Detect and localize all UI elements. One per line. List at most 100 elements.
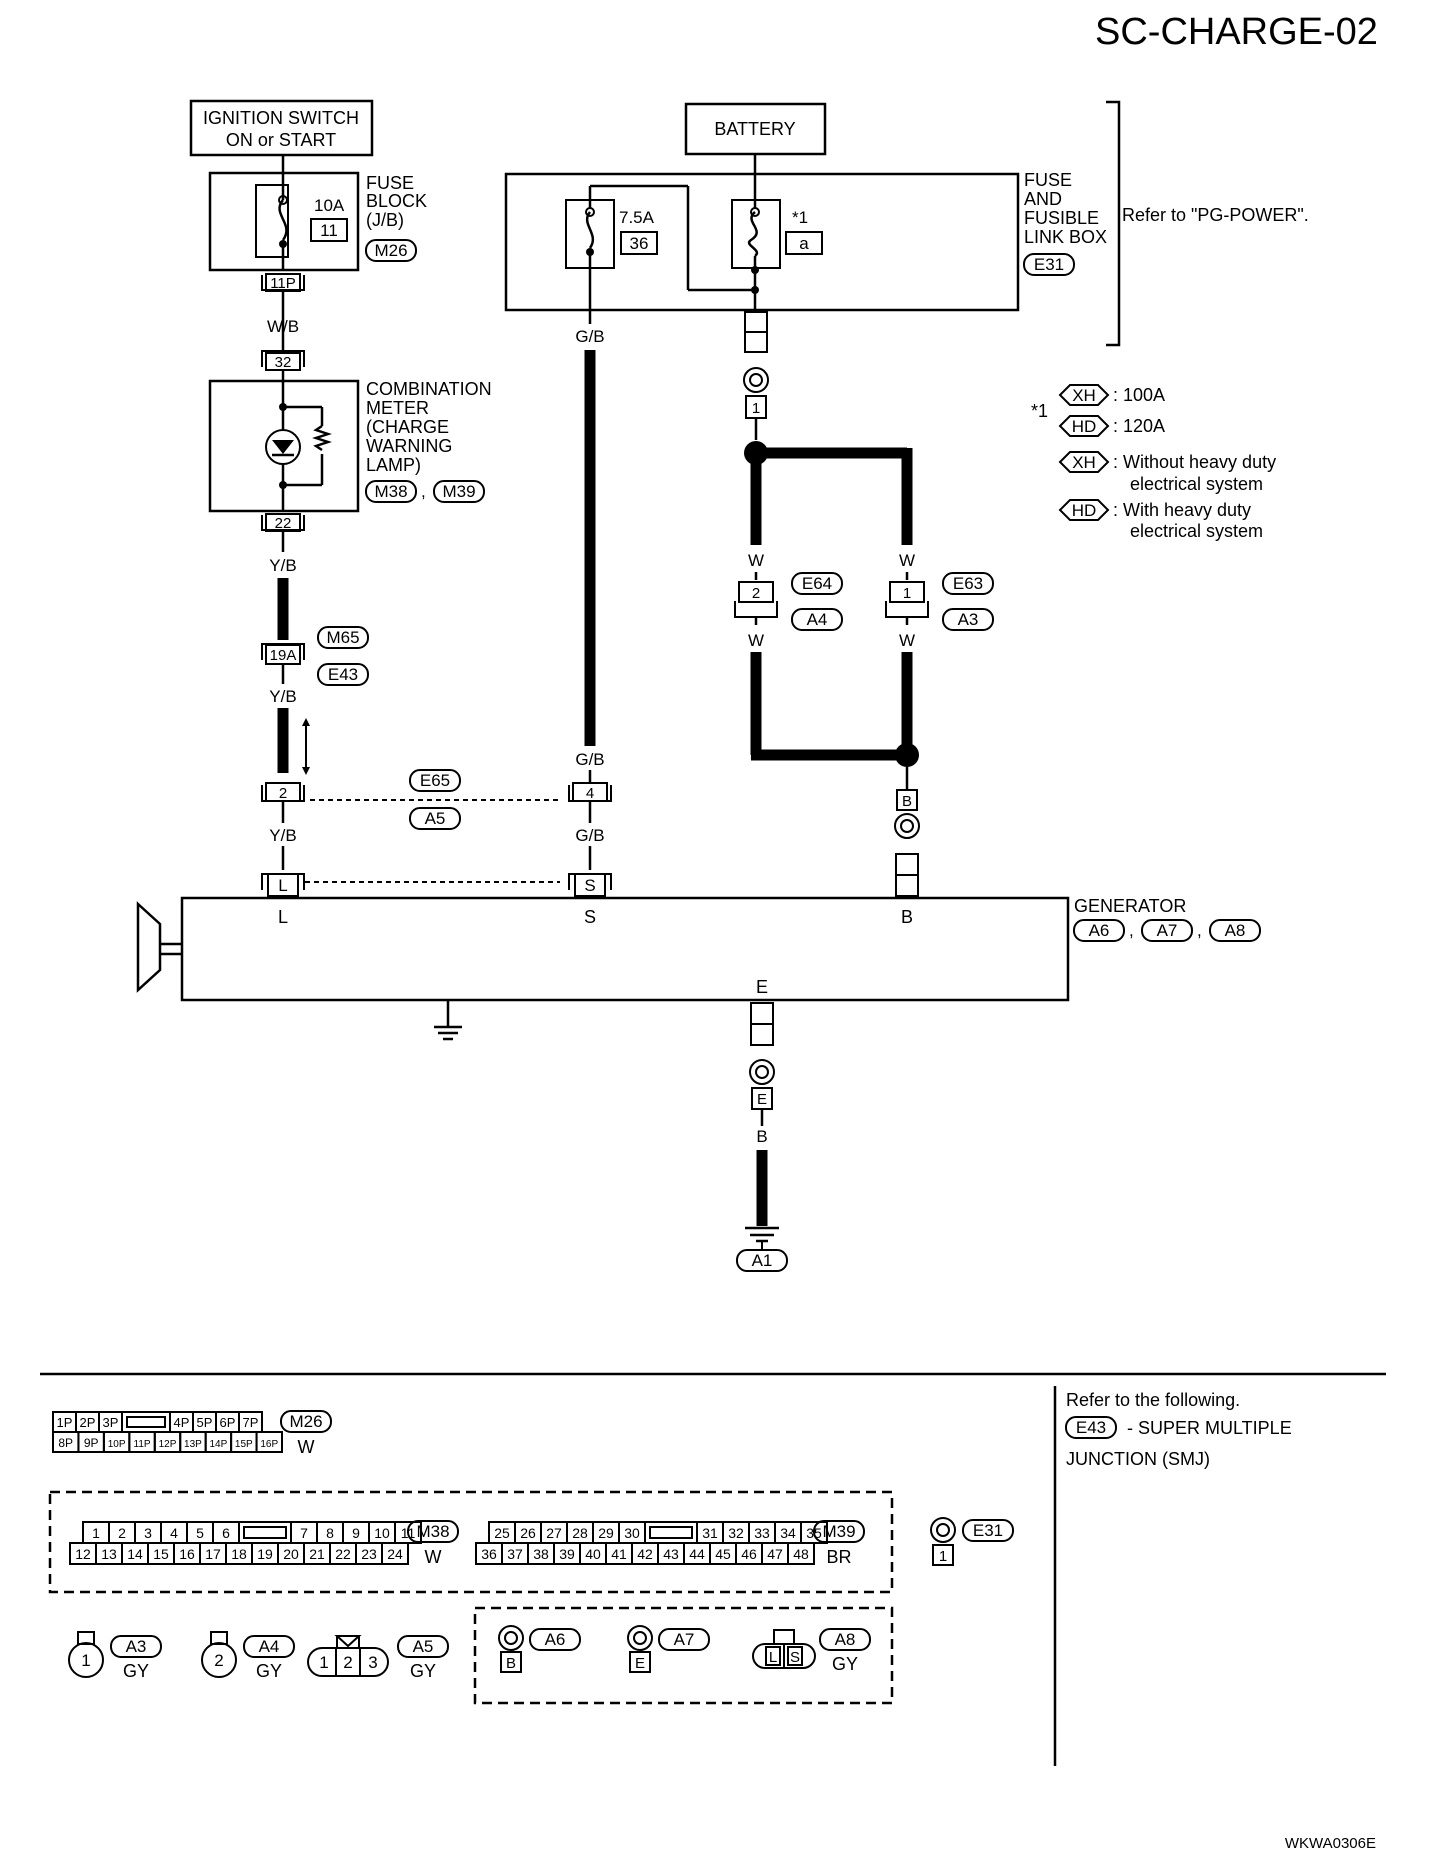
svg-text:S: S xyxy=(790,1649,800,1666)
svg-text:Y/B: Y/B xyxy=(269,556,296,575)
connector-pin-label: 32 xyxy=(728,1525,744,1541)
connector-pin-label: 37 xyxy=(507,1546,523,1562)
refer-pg-power: Refer to "PG-POWER". xyxy=(1122,205,1309,225)
svg-text:B: B xyxy=(901,907,913,927)
pulley-icon xyxy=(136,901,182,993)
connector-pin-label: 12P xyxy=(159,1439,177,1450)
svg-text:W: W xyxy=(425,1547,442,1567)
svg-text:GY: GY xyxy=(832,1654,858,1674)
connector-pin-label: 28 xyxy=(572,1525,588,1541)
svg-text:: Without heavy duty: : Without heavy duty xyxy=(1113,452,1276,472)
ground-icon xyxy=(434,1000,462,1041)
svg-text:S: S xyxy=(584,876,595,895)
svg-text:(J/B): (J/B) xyxy=(366,210,404,230)
svg-text:B: B xyxy=(902,793,912,810)
svg-text:E: E xyxy=(757,1091,767,1108)
connector-pin-label: 40 xyxy=(585,1546,601,1562)
svg-text:HD: HD xyxy=(1072,501,1097,520)
fusible-link-box-label: FUSE xyxy=(1024,170,1072,190)
svg-text:*1: *1 xyxy=(1031,401,1048,421)
connector-pin-label: 30 xyxy=(624,1525,640,1541)
connector-m26: M26 xyxy=(374,241,407,260)
svg-text:1: 1 xyxy=(939,1548,947,1565)
connector-key-slot xyxy=(243,1526,287,1539)
fusible-link-box xyxy=(504,172,1020,312)
connector-m39: M39 xyxy=(442,482,475,501)
svg-text:LINK BOX: LINK BOX xyxy=(1024,227,1107,247)
connector-pin-label: 38 xyxy=(533,1546,549,1562)
connector-pin-label: 34 xyxy=(780,1525,796,1541)
svg-text:HD: HD xyxy=(1072,417,1097,436)
connector-pin-cell xyxy=(644,1521,698,1544)
svg-text:W: W xyxy=(899,631,915,650)
connector-pin-label: 7 xyxy=(300,1525,308,1541)
fuse-block-label: FUSE xyxy=(366,173,414,193)
connector-pin-label: 2 xyxy=(118,1525,126,1541)
ground-icon xyxy=(745,1226,779,1243)
svg-text:JUNCTION (SMJ): JUNCTION (SMJ) xyxy=(1066,1449,1210,1469)
connector-pin-label: 10P xyxy=(108,1439,126,1450)
svg-text:electrical system: electrical system xyxy=(1130,521,1263,541)
battery-box xyxy=(684,102,827,156)
svg-text:BLOCK: BLOCK xyxy=(366,191,427,211)
svg-text:S: S xyxy=(584,907,596,927)
connector-pin-label: 8 xyxy=(326,1525,334,1541)
figure-code: WKWA0306E xyxy=(1285,1835,1376,1852)
connector-pin-label: 18 xyxy=(231,1546,247,1562)
svg-text:W: W xyxy=(298,1437,315,1457)
connector-pin-label: 10 xyxy=(374,1525,390,1541)
svg-text:BR: BR xyxy=(826,1547,851,1567)
connector-key-slot xyxy=(649,1526,693,1539)
svg-text:B: B xyxy=(506,1655,516,1672)
svg-text:GY: GY xyxy=(410,1661,436,1681)
svg-text:E31: E31 xyxy=(973,1521,1003,1540)
connector-e31: E31 xyxy=(1034,255,1064,274)
svg-text:GY: GY xyxy=(123,1661,149,1681)
connector-pin-label: 4 xyxy=(170,1525,178,1541)
connector-key-slot xyxy=(126,1416,166,1428)
connector-pin-cell xyxy=(238,1521,292,1544)
svg-text:G/B: G/B xyxy=(575,826,604,845)
svg-text:1: 1 xyxy=(81,1651,90,1670)
connector-pin-label: 13 xyxy=(101,1546,117,1562)
connector-pin-label: 4P xyxy=(174,1415,190,1430)
connector-pin-label: 17 xyxy=(205,1546,221,1562)
svg-text:L: L xyxy=(278,907,288,927)
svg-text:E43: E43 xyxy=(1076,1418,1106,1437)
connector-m65: M65 xyxy=(326,628,359,647)
svg-text:LAMP): LAMP) xyxy=(366,455,421,475)
connector-pin-label: 21 xyxy=(309,1546,325,1562)
svg-text:: With heavy duty: : With heavy duty xyxy=(1113,500,1251,520)
svg-text:XH: XH xyxy=(1072,386,1096,405)
connector-e43: E43 xyxy=(328,665,358,684)
connector-pin-label: 23 xyxy=(361,1546,377,1562)
svg-text:A5: A5 xyxy=(413,1637,434,1656)
connector-a8: A8 xyxy=(1225,921,1246,940)
svg-text:GY: GY xyxy=(256,1661,282,1681)
svg-text:2: 2 xyxy=(752,585,760,602)
svg-text:electrical system: electrical system xyxy=(1130,474,1263,494)
connector-pin-label: 39 xyxy=(559,1546,575,1562)
connector-pin-label: 14P xyxy=(209,1439,227,1450)
connector-pin-label: 26 xyxy=(520,1525,536,1541)
connector-pin-label: 41 xyxy=(611,1546,627,1562)
svg-text:W/B: W/B xyxy=(267,317,299,336)
svg-text:1: 1 xyxy=(903,585,911,602)
connector-a5: A5 xyxy=(425,809,446,828)
connector-pin-label: 15P xyxy=(235,1439,253,1450)
refer-following: Refer to the following. xyxy=(1066,1390,1240,1410)
connector-pin-label: 6P xyxy=(220,1415,236,1430)
connector-pin-label: 42 xyxy=(637,1546,653,1562)
connector-pin-label: 6 xyxy=(222,1525,230,1541)
connector-pin-label: 16 xyxy=(179,1546,195,1562)
connector-e64: E64 xyxy=(802,574,832,593)
svg-text:,: , xyxy=(421,482,426,501)
svg-text:Y/B: Y/B xyxy=(269,687,296,706)
connector-pin-label: 15 xyxy=(153,1546,169,1562)
svg-text:22: 22 xyxy=(275,515,292,532)
connector-pin-label: 29 xyxy=(598,1525,614,1541)
connector-pin-label: 5P xyxy=(197,1415,213,1430)
svg-text:M38: M38 xyxy=(416,1522,449,1541)
